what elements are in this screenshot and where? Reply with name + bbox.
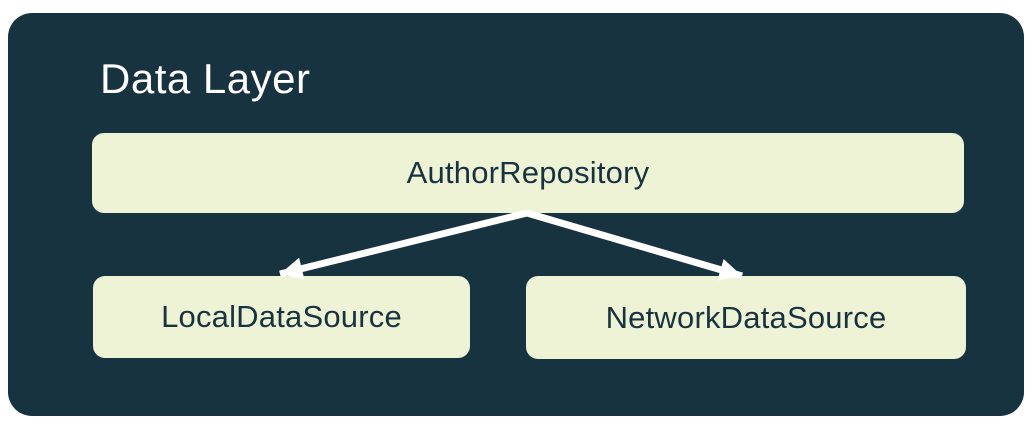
panel-title: Data Layer: [100, 55, 311, 102]
node-local-data-source: LocalDataSource: [93, 276, 470, 358]
node-author-repository-label: AuthorRepository: [406, 155, 650, 190]
node-local-data-source-label: LocalDataSource: [161, 299, 402, 334]
node-author-repository: AuthorRepository: [92, 133, 964, 213]
node-network-data-source-label: NetworkDataSource: [605, 299, 887, 335]
node-network-data-source: NetworkDataSource: [526, 276, 966, 359]
